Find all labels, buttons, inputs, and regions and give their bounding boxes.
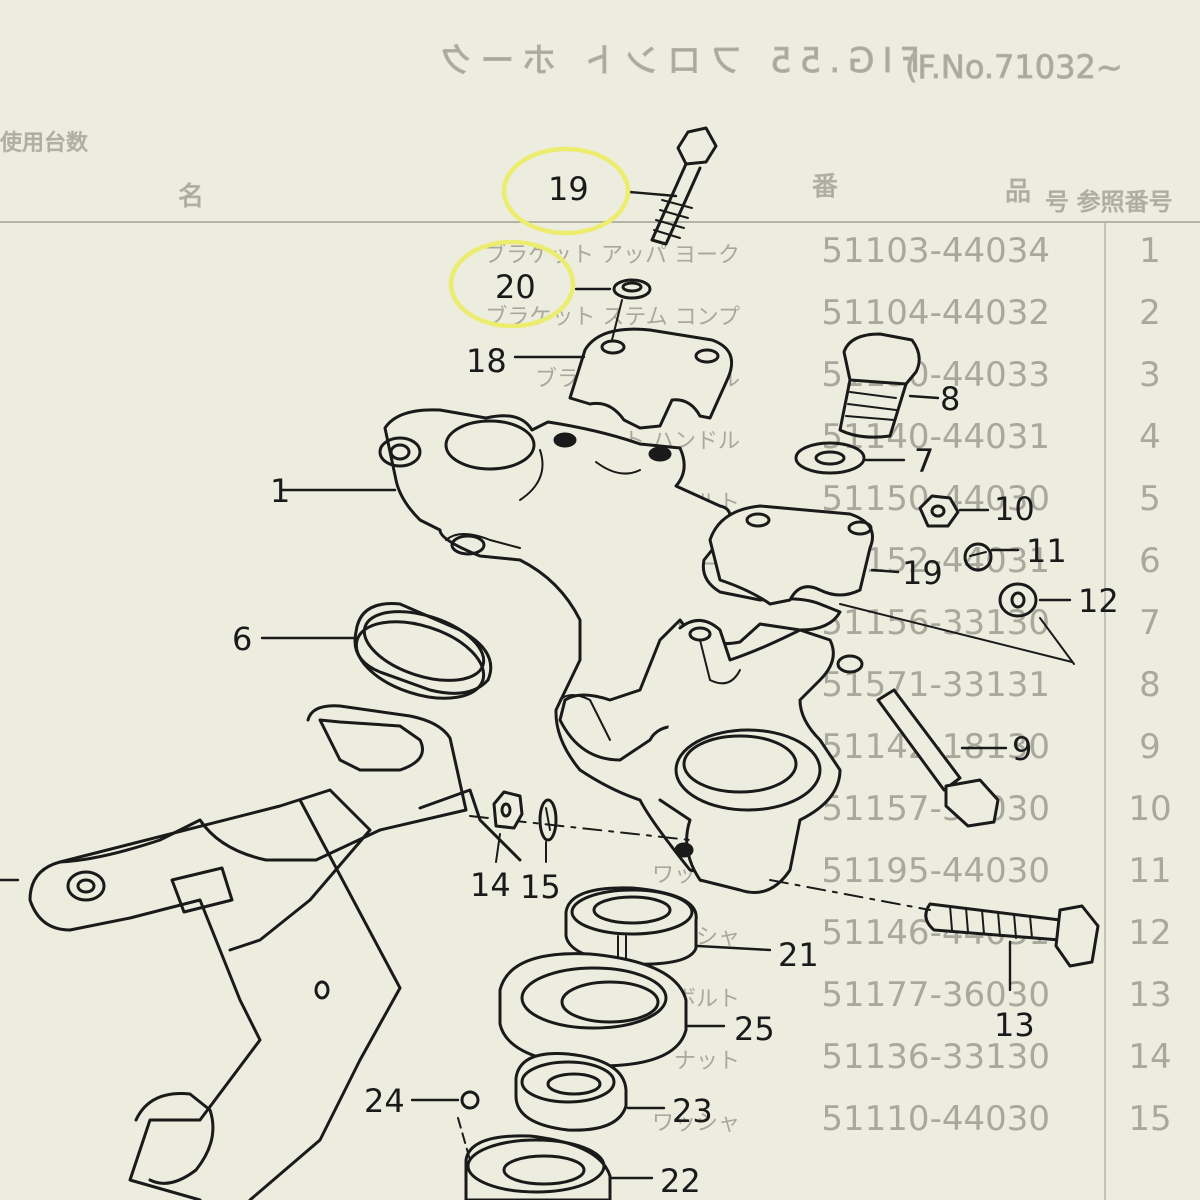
row-part-name: ナット xyxy=(674,1049,740,1074)
col-part-header: 品 xyxy=(1005,177,1031,207)
nut-10 xyxy=(918,494,990,528)
callout-12: 12 xyxy=(1078,582,1119,620)
row-ref-number: 2 xyxy=(1139,293,1161,333)
row-part-number: 51104-44032 xyxy=(821,293,1050,333)
washer-11 xyxy=(963,542,1020,572)
fig-title: FIG.55 フロント ホーク xyxy=(430,41,920,81)
callout-labels: 19 20 18 8 7 1 10 11 19 12 6 9 14 15 21 … xyxy=(232,170,1119,1200)
callout-13: 13 xyxy=(994,1006,1035,1044)
nut-21 xyxy=(564,886,772,966)
callout-7: 7 xyxy=(914,442,934,480)
usage-label: 使用台数 xyxy=(0,131,88,156)
callout-18: 18 xyxy=(466,342,507,380)
col-ref-header: 号 参照番号 xyxy=(1045,188,1173,216)
callout-15: 15 xyxy=(520,868,561,906)
ball-24 xyxy=(410,1090,480,1110)
row-ref-number: 12 xyxy=(1128,913,1171,953)
callout-25: 25 xyxy=(734,1010,775,1048)
lower-bracket xyxy=(559,619,842,894)
row-ref-number: 5 xyxy=(1139,479,1161,519)
row-ref-number: 1 xyxy=(1139,231,1161,271)
ring-22 xyxy=(457,1117,654,1200)
callout-20: 20 xyxy=(495,268,536,306)
ring-23 xyxy=(514,1052,666,1132)
callout-22: 22 xyxy=(660,1162,701,1200)
callout-23: 23 xyxy=(672,1092,713,1130)
row-part-number: 51103-44034 xyxy=(821,231,1050,271)
row-part-number: 51140-44031 xyxy=(821,417,1050,457)
row-ref-number: 7 xyxy=(1139,603,1161,643)
dust-seal-6 xyxy=(260,602,493,700)
callout-21: 21 xyxy=(778,936,819,974)
row-ref-number: 4 xyxy=(1139,417,1161,457)
callout-11: 11 xyxy=(1026,532,1067,570)
callout-19-top: 19 xyxy=(548,170,589,208)
row-ref-number: 8 xyxy=(1139,665,1161,705)
bolt-19-top xyxy=(628,126,718,246)
col-number-header: 番 xyxy=(812,172,838,202)
row-ref-number: 6 xyxy=(1139,541,1161,581)
callout-19-right: 19 xyxy=(902,554,943,592)
washer-15 xyxy=(538,798,558,863)
washer-20 xyxy=(574,278,652,300)
row-ref-number: 13 xyxy=(1128,975,1171,1015)
row-part-number: 51571-33131 xyxy=(821,665,1050,705)
row-part-number: 51177-36030 xyxy=(821,975,1050,1015)
callout-24: 24 xyxy=(364,1082,405,1120)
row-part-name: ブラケット アッパ ヨーク xyxy=(484,243,740,268)
row-part-number: 51136-33130 xyxy=(821,1037,1050,1077)
highlight-circle-19 xyxy=(501,146,631,236)
callout-1: 1 xyxy=(270,472,290,510)
nut-14 xyxy=(492,790,524,863)
row-ref-number: 11 xyxy=(1128,851,1171,891)
row-ref-number: 9 xyxy=(1139,727,1161,767)
bolt-9 xyxy=(836,654,1008,828)
row-part-number: 51110-44030 xyxy=(821,1099,1050,1139)
row-ref-number: 10 xyxy=(1128,789,1171,829)
callout-6: 6 xyxy=(232,620,252,658)
frame-number: (F.No.71032~ xyxy=(905,48,1123,86)
clamp-19-right xyxy=(708,504,900,606)
clamp-18 xyxy=(513,299,733,430)
row-part-number: 51157-31030 xyxy=(821,789,1050,829)
bolt-8 xyxy=(838,332,940,439)
row-part-number: 51195-44030 xyxy=(821,851,1050,891)
row-ref-number: 14 xyxy=(1128,1037,1171,1077)
row-part-number: 51156-33130 xyxy=(821,603,1050,643)
frame-stay xyxy=(0,704,691,1200)
callout-10: 10 xyxy=(994,490,1035,528)
row-part-name: ワッシャ xyxy=(652,1111,740,1136)
washer-12 xyxy=(839,582,1075,665)
highlight-marks xyxy=(448,146,631,329)
col-name-header: 名 xyxy=(178,182,204,212)
highlight-circle-20 xyxy=(448,239,576,329)
callout-9: 9 xyxy=(1012,730,1032,768)
row-ref-number: 15 xyxy=(1128,1099,1171,1139)
row-ref-number: 3 xyxy=(1139,355,1161,395)
washer-7 xyxy=(794,441,906,475)
exploded-view xyxy=(0,126,1100,1200)
callout-14: 14 xyxy=(470,866,511,904)
bolt-13 xyxy=(769,879,1100,992)
callout-8: 8 xyxy=(940,380,960,418)
